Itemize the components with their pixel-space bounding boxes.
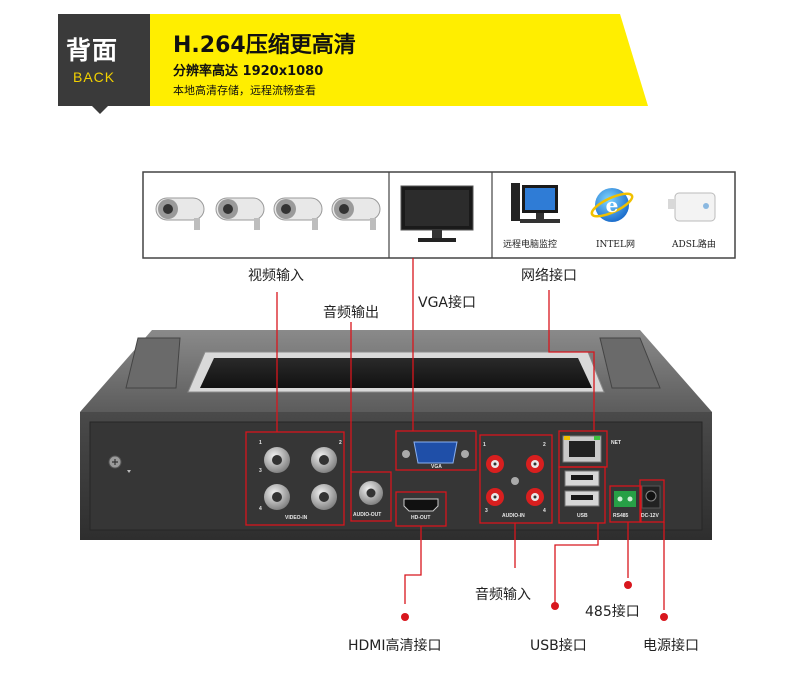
rca-connector — [526, 455, 544, 473]
callout-vga: VGA接口 — [418, 295, 477, 311]
bnc-connector — [311, 447, 337, 473]
panel-label-audio-in: AUDIO-IN — [502, 513, 525, 519]
camera-icon — [273, 197, 323, 230]
computer-caption: 远程电脑监控 — [503, 240, 558, 250]
monitor-icon — [400, 185, 474, 242]
bnc-connector — [264, 447, 290, 473]
bnc-connector — [311, 484, 337, 510]
panel-label-net: NET — [611, 440, 621, 446]
panel-channel-2: 2 — [339, 440, 342, 446]
header-dark-tab — [58, 14, 150, 106]
callout-network: 网络接口 — [521, 268, 577, 284]
callout-power: 电源接口 — [643, 638, 699, 654]
panel-label-dc: DC-12V — [641, 513, 659, 519]
callout-audio-in: 音频输入 — [475, 587, 531, 603]
rca-connector — [486, 488, 504, 506]
panel-audio-3: 3 — [485, 508, 488, 514]
panel-label-rs485: RS485 — [613, 513, 629, 519]
bnc-connector — [359, 481, 383, 505]
callout-leader-lines — [276, 258, 665, 610]
panel-channel-1: 1 — [259, 440, 262, 446]
router-caption: ADSL路由 — [672, 240, 716, 250]
header-tab-pointer — [92, 106, 108, 114]
header-tag-zh: 背面 — [66, 36, 119, 65]
panel-label-vga: VGA — [431, 464, 442, 470]
router-icon — [668, 192, 716, 222]
header-yellow-band — [150, 14, 648, 106]
vga-connector — [402, 441, 469, 464]
rca-connector — [526, 488, 544, 506]
callout-audio-out: 音频输出 — [323, 305, 379, 321]
rca-connector — [486, 455, 504, 473]
panel-label-video-in: VIDEO-IN — [285, 515, 308, 521]
svg-text:e: e — [606, 193, 619, 217]
port-highlight-boxes — [245, 430, 665, 527]
callout-usb: USB接口 — [530, 638, 587, 654]
callout-dots — [401, 581, 668, 621]
header-tag-en: BACK — [73, 69, 116, 85]
device-strip: e — [142, 171, 736, 259]
panel-channel-4: 4 — [259, 506, 262, 512]
usb-connector — [564, 470, 600, 507]
header-subtitle-2: 本地高清存储，远程流畅查看 — [173, 84, 316, 97]
camera-icon — [215, 197, 265, 230]
panel-audio-2: 2 — [543, 442, 546, 448]
panel-label-audio-out: AUDIO-OUT — [353, 512, 382, 518]
callout-rs485: 485接口 — [585, 604, 640, 620]
dc-power-jack — [641, 485, 661, 509]
camera-icon — [155, 197, 205, 230]
hdmi-connector — [403, 498, 439, 512]
callout-video-in: 视频输入 — [248, 268, 304, 284]
panel-audio-4: 4 — [543, 508, 546, 514]
computer-icon — [511, 183, 560, 223]
panel-label-hd-out: HD-OUT — [411, 515, 431, 521]
bnc-connector — [264, 484, 290, 510]
camera-icon — [331, 197, 381, 230]
ie-globe-icon: e — [590, 188, 634, 222]
rj45-connector — [562, 435, 602, 463]
header-subtitle: 分辨率高达 1920x1080 — [173, 64, 324, 79]
panel-channel-3: 3 — [259, 468, 262, 474]
callout-hdmi: HDMI高清接口 — [348, 638, 442, 654]
ie-caption: INTEL网 — [596, 240, 635, 250]
panel-label-usb: USB — [577, 513, 588, 519]
header-title: H.264压缩更高清 — [173, 33, 356, 58]
rs485-terminal — [614, 491, 636, 507]
panel-audio-1: 1 — [483, 442, 486, 448]
